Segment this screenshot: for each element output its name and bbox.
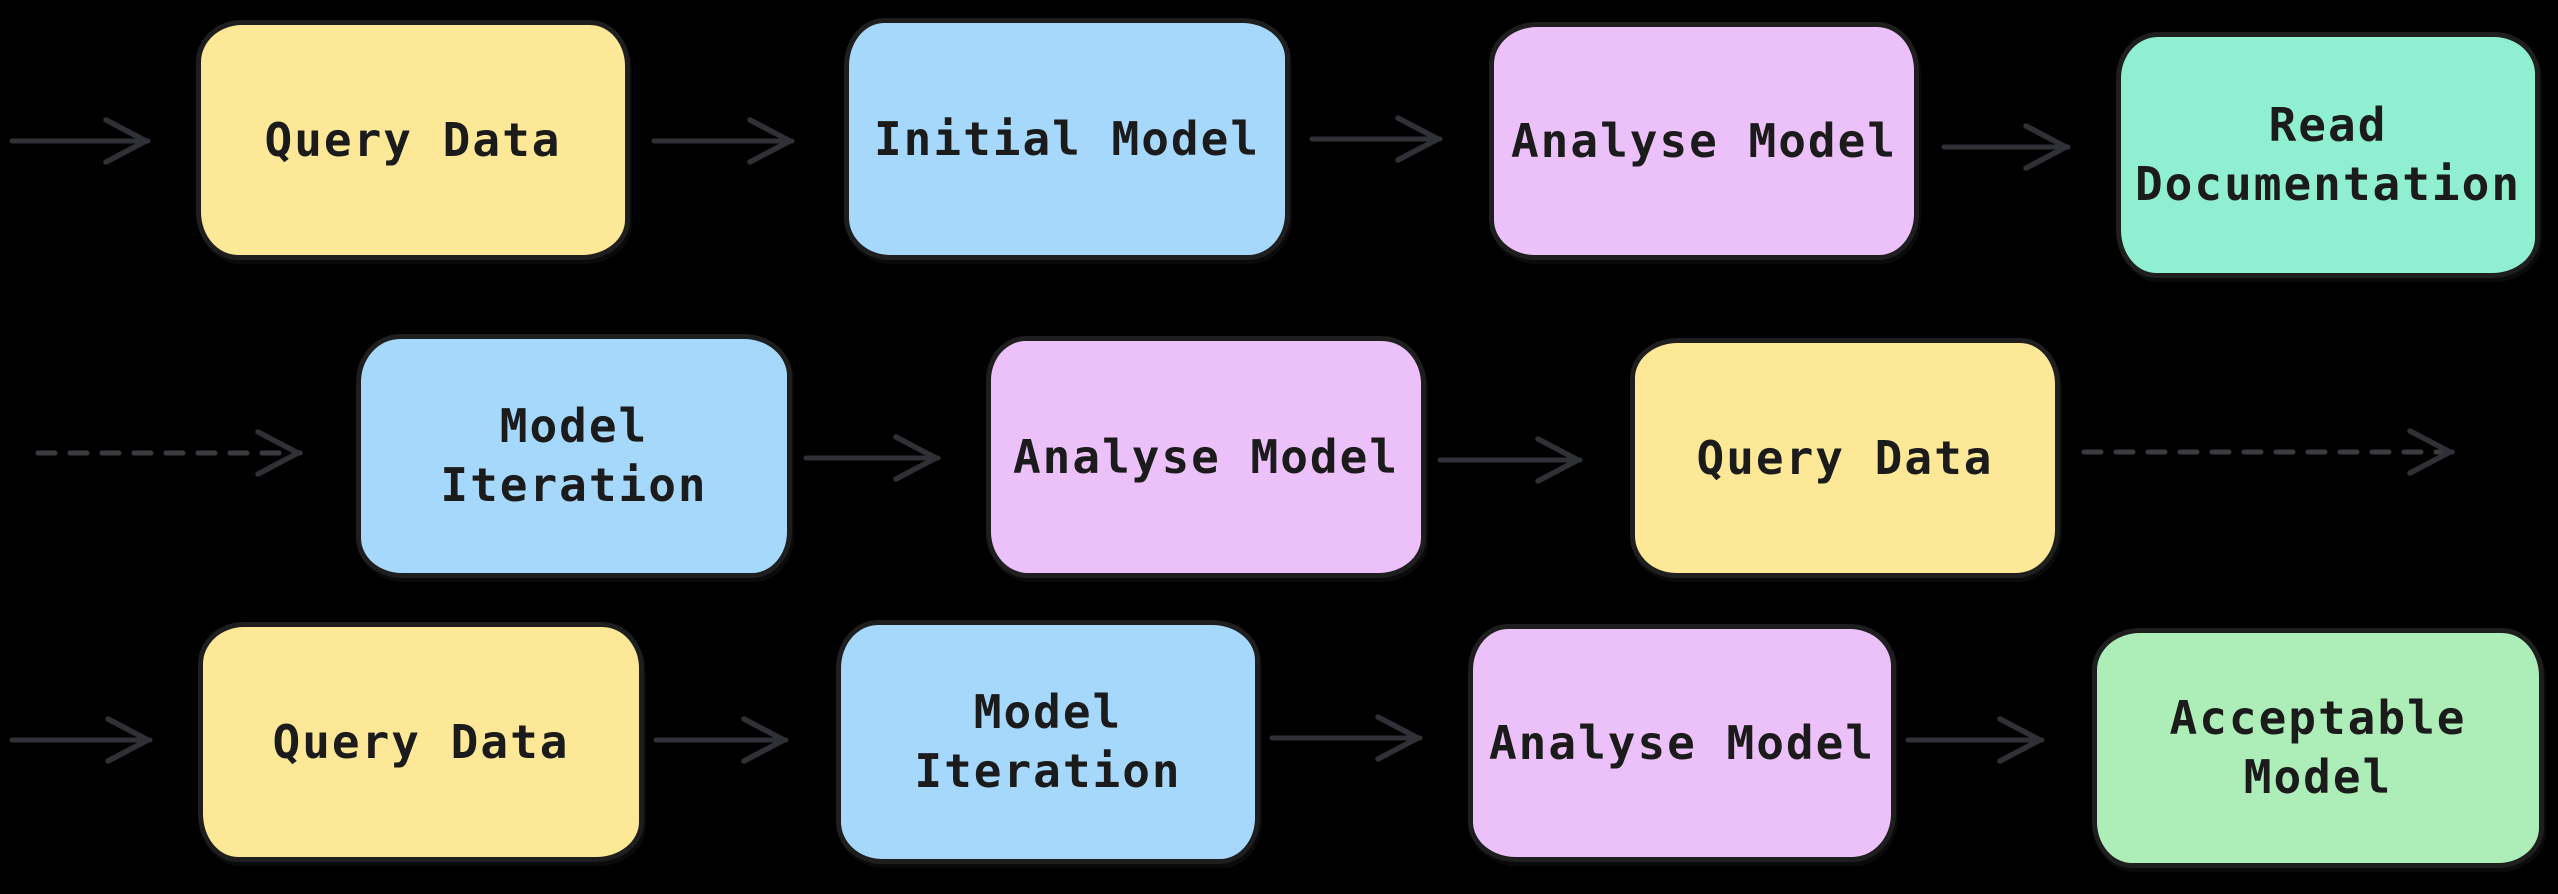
node-analyse-model-2: Analyse Model [986,336,1426,578]
node-label: Model Iteration [914,685,1182,798]
node-query-data-2: Query Data [1630,338,2060,578]
node-model-iteration-1: Model Iteration [356,334,792,578]
node-read-documentation: Read Documentation [2116,32,2540,278]
node-analyse-model-1: Analyse Model [1489,22,1919,260]
node-label: Query Data [1696,430,1994,485]
node-label: Analyse Model [1488,715,1876,770]
node-label: Acceptable Model [2169,691,2467,804]
node-label: Query Data [264,112,562,167]
node-acceptable-model: Acceptable Model [2092,628,2544,868]
node-label: Read Documentation [2134,98,2522,211]
node-label: Initial Model [873,111,1261,166]
node-query-data-3: Query Data [198,622,644,862]
node-initial-model: Initial Model [844,18,1290,260]
node-label: Model Iteration [440,399,708,512]
node-model-iteration-2: Model Iteration [836,620,1260,864]
node-label: Analyse Model [1510,113,1898,168]
node-query-data-1: Query Data [196,20,630,260]
node-label: Analyse Model [1012,429,1400,484]
node-label: Query Data [272,714,570,769]
node-analyse-model-3: Analyse Model [1468,624,1896,862]
